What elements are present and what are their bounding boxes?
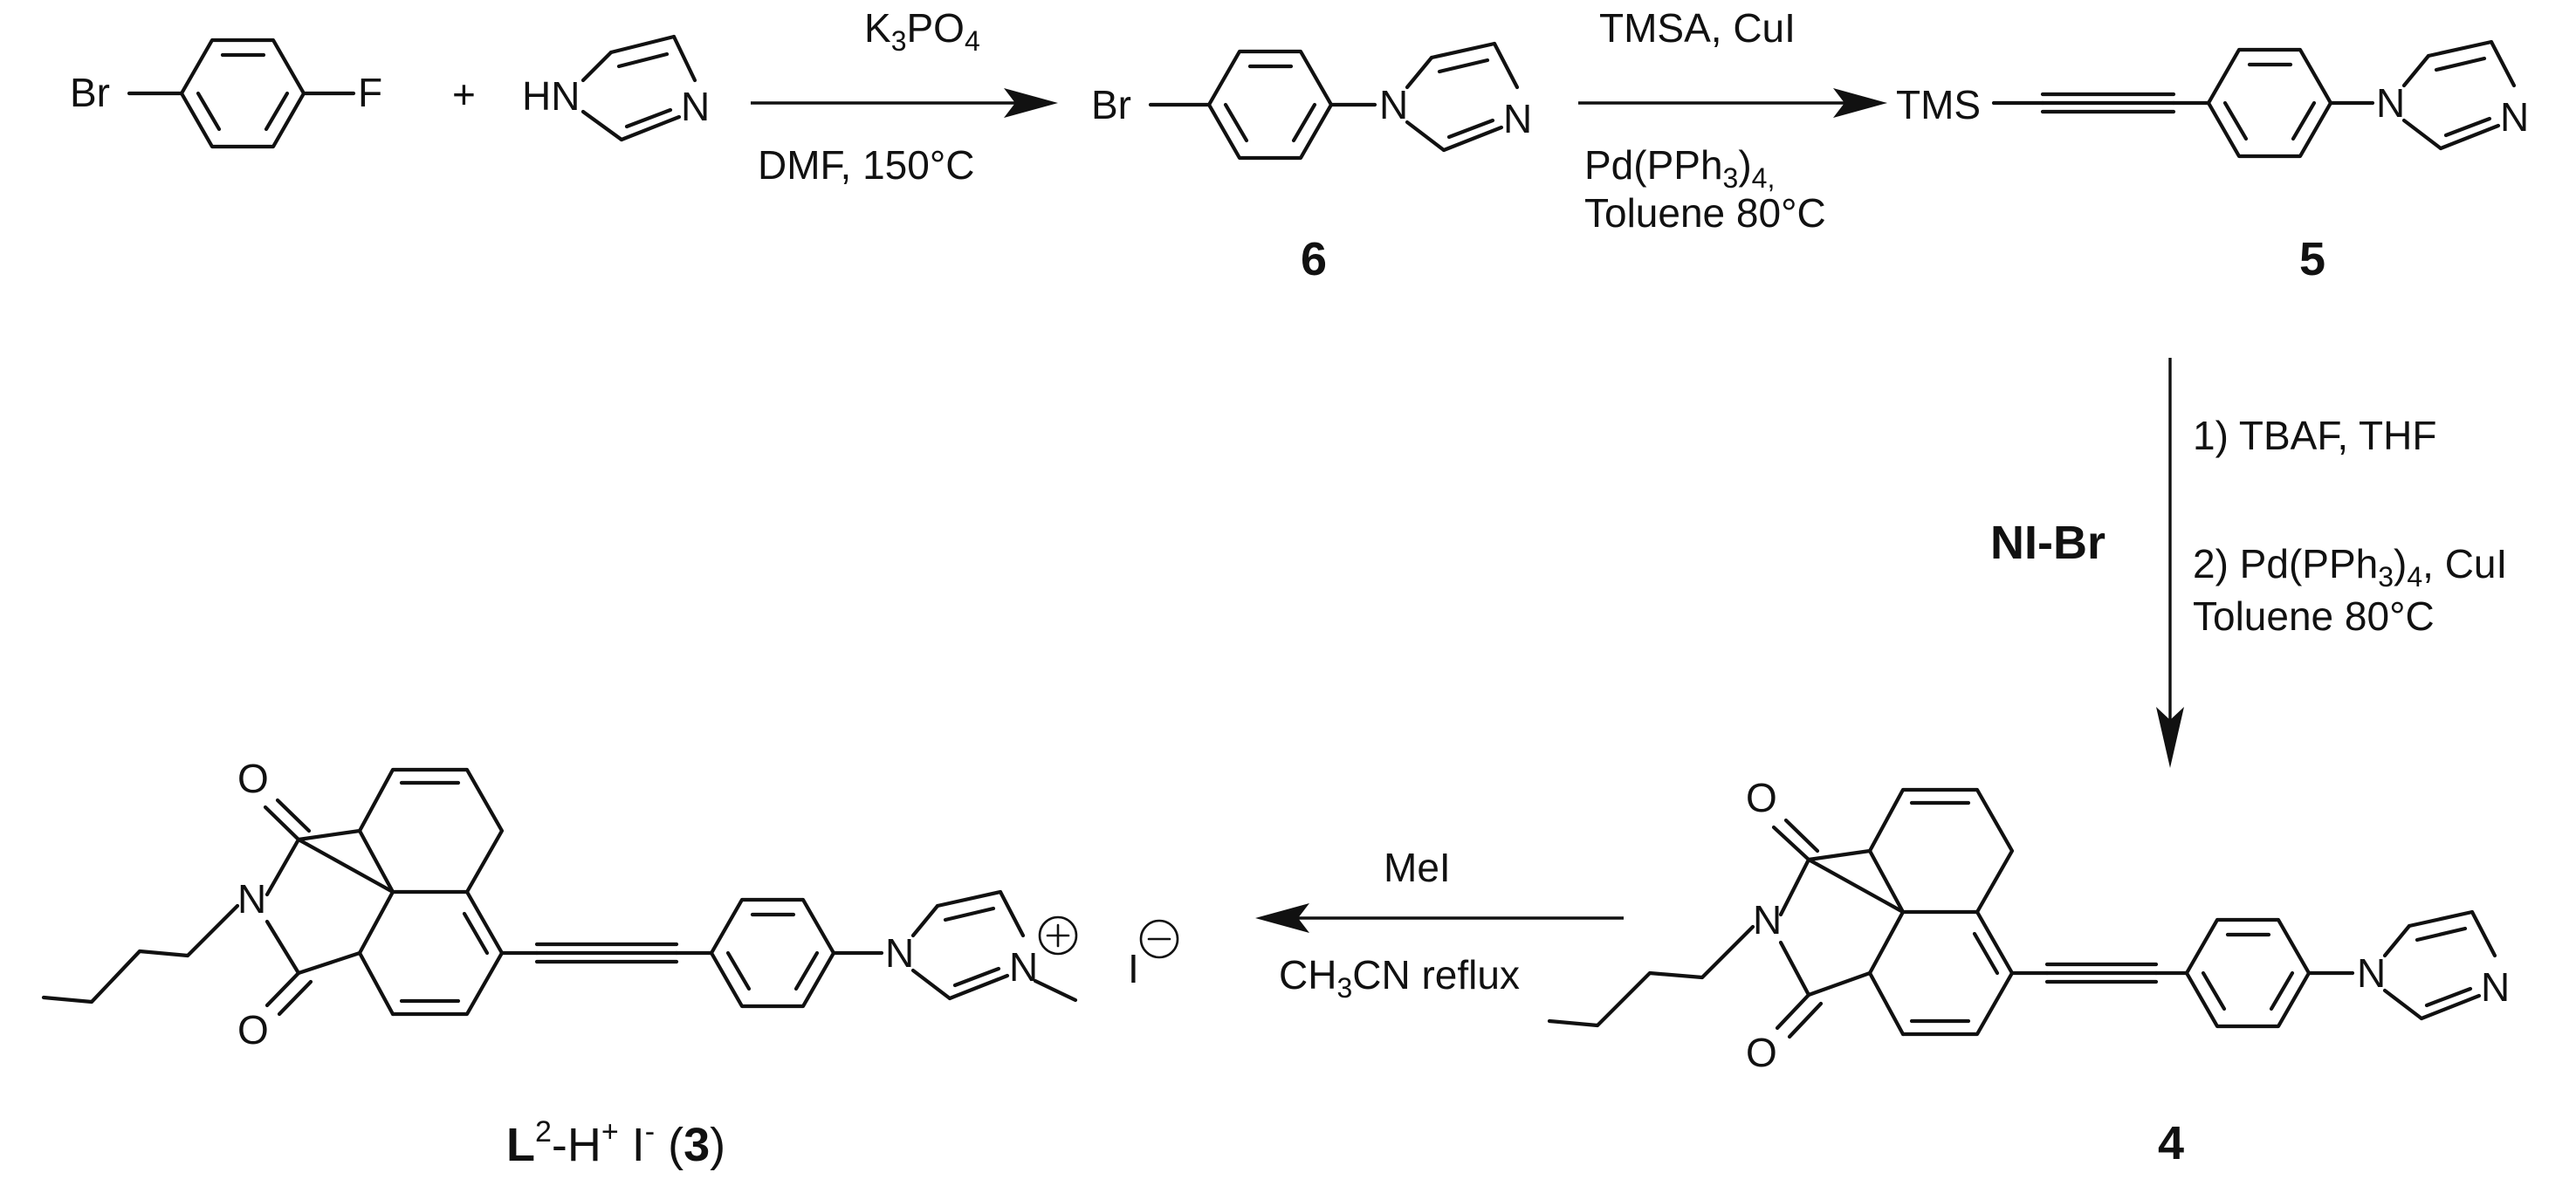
atom-f: F (358, 70, 382, 115)
reagent-k3po4: K3PO4 (864, 5, 980, 57)
atom-n: N (2376, 80, 2405, 126)
reagent-dmf: DMF, 150°C (758, 142, 974, 188)
atom-br: Br (1091, 82, 1131, 127)
atom-iodide: I (1128, 946, 1139, 991)
arrow-step1 (751, 88, 1058, 118)
reagent-tmsa-cui: TMSA, CuI (1599, 5, 1796, 51)
plus-sign: + (452, 72, 476, 117)
atom-o: O (1746, 1030, 1777, 1075)
reagent-toluene-2: Toluene 80°C (2193, 593, 2435, 639)
compound-6-structure: Br N N (1091, 41, 1532, 161)
bromofluorobenzene: Br F (70, 38, 382, 149)
atom-n: N (1009, 944, 1038, 990)
atom-o: O (237, 1007, 269, 1052)
atom-n: N (1503, 96, 1532, 141)
compound-4-label: 4 (2158, 1117, 2184, 1169)
compound-3-label: L2-H+ I- (3) (506, 1115, 725, 1171)
reagent-mei: MeI (1384, 845, 1451, 890)
atom-tms: TMS (1896, 82, 1981, 127)
atom-n: N (2481, 964, 2510, 1010)
negative-charge-icon (1139, 919, 1179, 959)
reagent-ni-br: NI-Br (1990, 517, 2105, 569)
compound-5-structure: TMS N N (1896, 39, 2529, 159)
atom-n: N (2500, 94, 2529, 140)
atom-n: N (237, 876, 266, 922)
atom-o: O (237, 756, 269, 801)
atom-n: N (1379, 82, 1408, 127)
compound-6-label: 6 (1301, 233, 1327, 285)
reagent-tbaf: 1) TBAF, THF (2193, 413, 2436, 458)
reagent-pd-cui: 2) Pd(PPh3)4, CuI (2193, 541, 2507, 593)
atom-n: N (885, 930, 914, 976)
atom-o: O (1746, 775, 1777, 820)
atom-br: Br (70, 70, 110, 115)
arrow-step4 (1255, 903, 1624, 933)
arrow-step3 (2156, 358, 2184, 768)
compound-4-structure: O N O N (1547, 775, 2510, 1075)
reagent-toluene: Toluene 80°C (1584, 190, 1826, 236)
atom-n: N (681, 84, 710, 129)
reagent-pd: Pd(PPh3)4, (1584, 142, 1775, 194)
compound-5-label: 5 (2299, 233, 2325, 285)
atom-hn: HN (522, 73, 580, 119)
atom-n: N (1753, 897, 1782, 943)
positive-charge-icon (1038, 915, 1078, 956)
atom-n: N (2357, 950, 2386, 996)
arrow-step2 (1578, 88, 1887, 118)
reagent-ch3cn: CH3CN reflux (1279, 952, 1520, 1004)
compound-3-structure: O N O N (41, 756, 1179, 1052)
imidazole: HN N (522, 34, 710, 142)
